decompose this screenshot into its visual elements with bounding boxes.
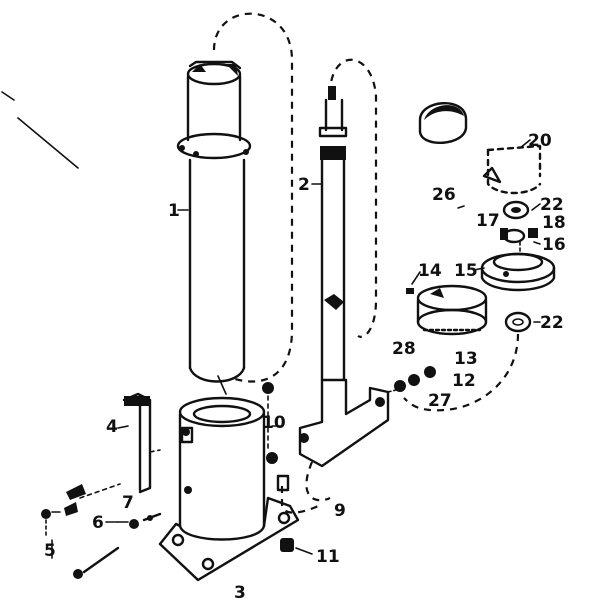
part-9-dashed-link [280, 486, 319, 514]
part-14-key [406, 288, 414, 294]
callout-13: 13 [454, 349, 478, 369]
callout-14: 14 [418, 261, 442, 281]
callout-16: 16 [542, 235, 566, 255]
part-20-cap [482, 144, 542, 195]
callout-17: 17 [476, 211, 500, 231]
callout-26: 26 [432, 185, 456, 205]
part-7-screw [142, 512, 162, 522]
part-22-seal-upper [502, 200, 530, 220]
callout-1: 1 [168, 201, 180, 221]
callout-28: 28 [392, 339, 416, 359]
parts-16-17-18 [500, 228, 538, 253]
part-9-bolt [276, 474, 290, 492]
part-15-cover [480, 252, 556, 292]
dashed-loop-shaft [328, 58, 378, 338]
part-1-reservoir [176, 60, 252, 395]
callout-9: 9 [334, 501, 346, 521]
part-26-knob [418, 102, 468, 209]
dashed-link-seal [403, 333, 520, 412]
part-6-washer [117, 519, 139, 529]
callout-4: 4 [106, 417, 118, 437]
callout-12: 12 [452, 371, 476, 391]
callout-22-lower: 22 [540, 313, 564, 333]
part-11-nut [280, 538, 313, 555]
callout-7: 7 [122, 493, 134, 513]
parts-27-28-fittings [387, 366, 436, 393]
stray-line-2 [1, 91, 15, 101]
part-10-fittings [262, 382, 278, 464]
callout-27: 27 [428, 391, 452, 411]
callout-10: 10 [262, 413, 286, 433]
callout-15: 15 [454, 261, 478, 281]
callout-11: 11 [316, 547, 340, 567]
callout-20: 20 [528, 131, 552, 151]
part-2-pump-tube [298, 86, 390, 502]
callout-6: 6 [92, 513, 104, 533]
callout-18: 18 [542, 213, 566, 233]
callout-3: 3 [234, 583, 246, 603]
dashed-loop-cylinder [212, 12, 294, 383]
callout-2: 2 [298, 175, 310, 195]
part-5-screws [41, 483, 121, 579]
stray-line [17, 117, 79, 169]
callout-22-upper: 22 [540, 195, 564, 215]
callout-labels: 1 2 3 4 5 6 7 9 10 11 12 13 14 15 16 17 … [44, 131, 566, 603]
part-3-base-housing [158, 396, 300, 582]
leader-lines [51, 139, 541, 559]
part-22-seal-lower [504, 311, 532, 333]
part-13-ring [416, 284, 488, 336]
part-4-bracket [122, 392, 161, 494]
callout-5: 5 [44, 541, 56, 561]
